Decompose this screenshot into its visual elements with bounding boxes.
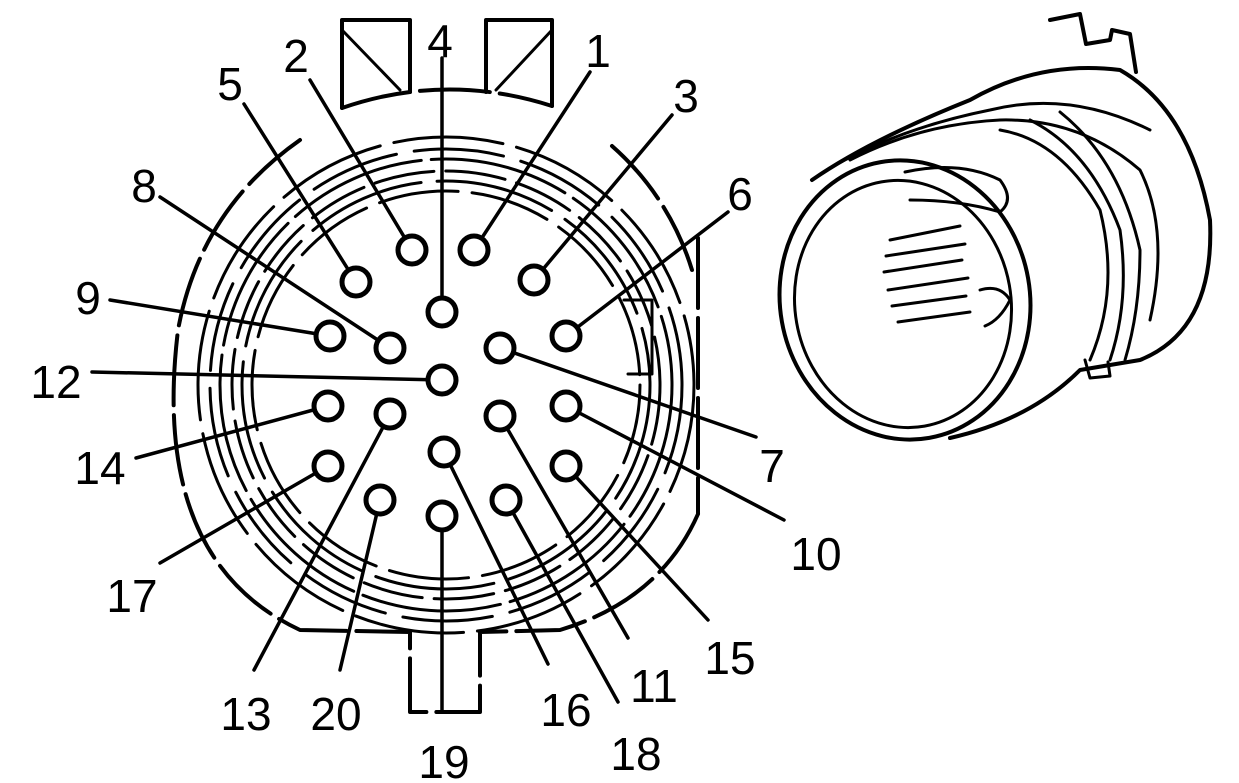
housing-outline	[171, 87, 700, 714]
barrel-rib-2	[848, 118, 1160, 322]
pin-cavity-12	[425, 363, 459, 397]
pin-label-18: 18	[610, 728, 661, 780]
pin-cavity-20	[363, 483, 397, 517]
pin-label-10: 10	[790, 528, 841, 580]
leader-line-pin-2	[308, 78, 414, 252]
pin-cavity-16	[427, 435, 461, 469]
leader-line-pin-6	[564, 210, 730, 338]
leader-line-pin-8	[158, 195, 392, 350]
pin-label-4: 4	[427, 15, 453, 67]
leader-line-pin-17	[158, 464, 330, 565]
leader-line-pin-5	[242, 102, 358, 284]
pin-cavity-8	[373, 331, 407, 365]
seal-ring-2	[208, 147, 684, 623]
leader-line-pin-9	[108, 298, 332, 338]
leader-line-pin-13	[252, 412, 392, 672]
connector-face	[171, 18, 700, 714]
top-key-left	[340, 18, 412, 110]
pin-label-11: 11	[630, 660, 678, 712]
seal-ring-4	[230, 169, 662, 601]
pin-label-13: 13	[220, 688, 271, 740]
pin-label-7: 7	[759, 440, 785, 492]
rear-flange	[1083, 358, 1112, 380]
pin-label-16: 16	[540, 684, 591, 736]
top-key-right-hatch	[494, 28, 554, 92]
pin-cavity-13	[373, 397, 407, 431]
latch-tab	[1048, 12, 1138, 74]
pin-cavity-1	[457, 233, 491, 267]
pin-label-17: 17	[106, 570, 157, 622]
top-key-left-hatch	[340, 28, 402, 92]
pin-cavity-19	[425, 499, 459, 533]
pin-cavity-7	[483, 331, 517, 365]
leader-line-pin-20	[338, 498, 382, 672]
leader-line-pin-14	[134, 404, 330, 460]
pin-cavity-2	[395, 233, 429, 267]
pin-cavity-6	[549, 319, 583, 353]
barrel-outline	[810, 66, 1213, 440]
leader-lines	[90, 56, 786, 714]
barrel-rib-5	[1058, 110, 1142, 362]
pin-label-19: 19	[418, 736, 469, 783]
locking-slot	[903, 166, 1012, 328]
pin-label-15: 15	[704, 632, 755, 684]
pin-cavity-14	[311, 389, 345, 423]
pin-label-3: 3	[673, 70, 699, 122]
seal-ring-6	[250, 189, 642, 581]
seal-ring-1	[196, 135, 696, 635]
leader-line-pin-7	[498, 346, 758, 439]
seal-ring-5	[240, 179, 652, 591]
seal-ring-3	[218, 157, 674, 613]
leader-line-pin-3	[532, 113, 674, 282]
pin-cavity-3	[517, 263, 551, 297]
front-opening-outer	[777, 158, 1033, 442]
pin-label-20: 20	[310, 688, 361, 740]
pin-cavity-18	[489, 483, 523, 517]
pin-label-5: 5	[217, 58, 243, 110]
pin-cavity-11	[483, 399, 517, 433]
pin-label-6: 6	[727, 168, 753, 220]
pin-cavity-15	[549, 449, 583, 483]
barrel-rib-1	[828, 101, 1152, 170]
pin-label-2: 2	[283, 30, 309, 82]
barrel-rib-4	[1028, 118, 1125, 362]
connector-body-3d	[777, 12, 1213, 442]
pin-cavity-10	[549, 389, 583, 423]
pin-cavity-17	[311, 449, 345, 483]
pin-label-1: 1	[585, 25, 611, 77]
front-opening-inner	[792, 178, 1014, 430]
terminal-pins	[882, 224, 972, 324]
pin-cavity-5	[339, 265, 373, 299]
leader-line-pin-12	[90, 370, 444, 382]
pin-label-14: 14	[74, 442, 125, 494]
pin-cavities	[311, 233, 583, 533]
pin-label-9: 9	[75, 272, 101, 324]
leader-line-pin-16	[442, 450, 550, 666]
leader-line-pin-11	[498, 414, 630, 640]
barrel-rib-3	[998, 128, 1110, 362]
leader-line-pin-1	[472, 70, 592, 252]
leader-line-pin-15	[564, 464, 710, 622]
pin-label-8: 8	[131, 160, 157, 212]
leader-line-pin-18	[504, 498, 620, 704]
pin-cavity-9	[313, 319, 347, 353]
pin-label-12: 12	[30, 356, 81, 408]
top-key-right	[484, 18, 554, 108]
pin-cavity-4	[425, 295, 459, 329]
leader-line-pin-10	[564, 404, 786, 522]
